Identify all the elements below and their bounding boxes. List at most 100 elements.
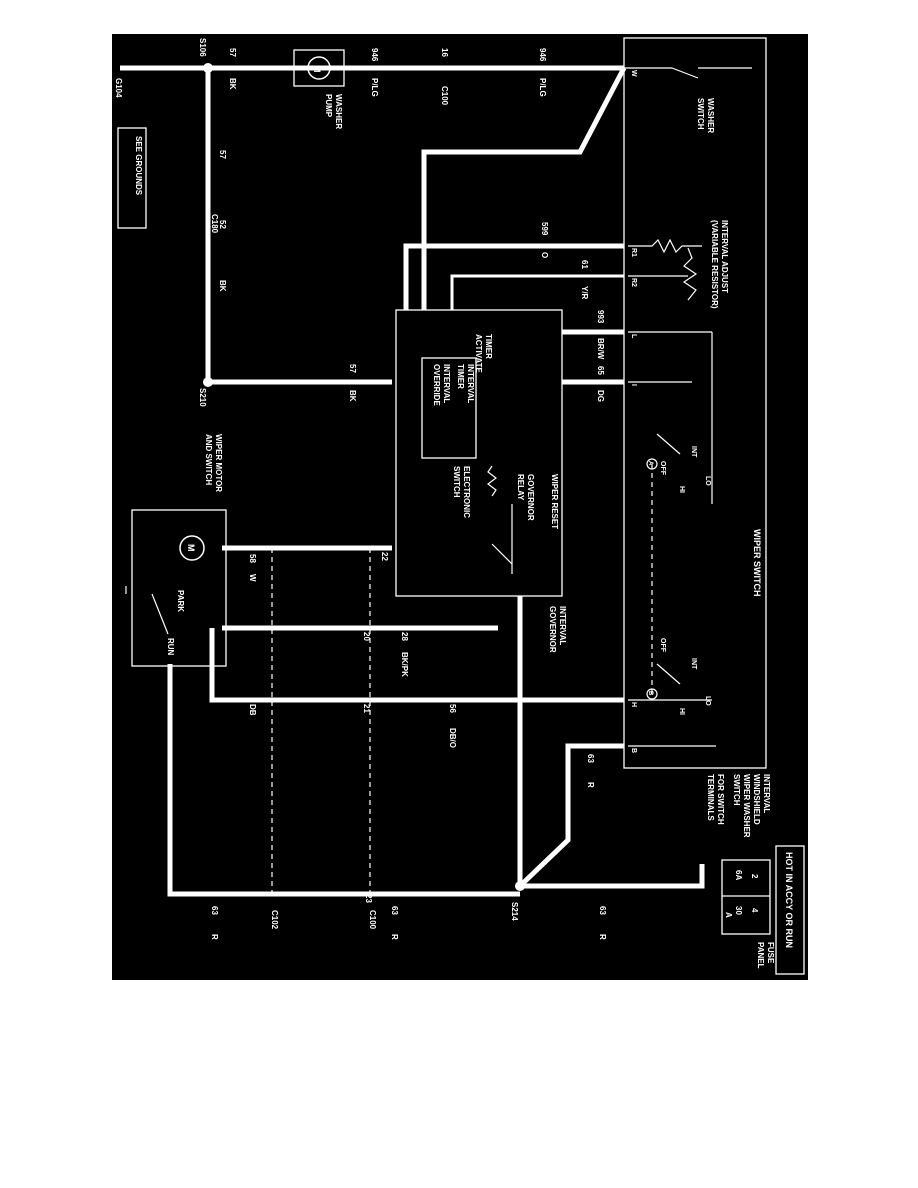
label-57-c: 57 bbox=[218, 150, 227, 159]
switch-a-off: OFF bbox=[659, 461, 666, 476]
terminal-b: B bbox=[630, 748, 637, 753]
label-bkpk: BK/PK bbox=[400, 652, 409, 677]
relay-coil bbox=[487, 465, 497, 497]
electronic-switch-1: ELECTRONIC bbox=[462, 466, 471, 518]
label-61: 61 bbox=[580, 260, 589, 269]
washer-switch-contact bbox=[671, 67, 699, 79]
terminal-r1: R1 bbox=[630, 248, 637, 257]
label-946-b: 946 bbox=[538, 48, 547, 62]
switch-a-hi: HI bbox=[678, 486, 685, 493]
wire-63-fuse bbox=[520, 864, 705, 889]
wiper-switch-label: WIPER SWITCH bbox=[752, 529, 762, 597]
pump-motor bbox=[307, 56, 331, 80]
washer-pump-label-2: PUMP bbox=[324, 94, 333, 118]
label-bk-c: BK bbox=[218, 280, 227, 292]
fuse-box bbox=[721, 859, 771, 935]
wire-946-to-module bbox=[421, 66, 627, 310]
washer-pump-box bbox=[293, 49, 345, 87]
label-65: 65 bbox=[596, 366, 605, 375]
label-dbo: DB/O bbox=[448, 728, 457, 748]
label-58: 58 bbox=[248, 554, 257, 563]
switch-b-arm bbox=[656, 663, 681, 685]
label-28: 28 bbox=[400, 632, 409, 641]
wiper-motor-m: M bbox=[186, 544, 196, 552]
label-w: W bbox=[248, 574, 257, 582]
label-plg-b: P/LG bbox=[538, 78, 547, 97]
relay-contact bbox=[491, 543, 513, 565]
label-63-d: 63 bbox=[210, 906, 219, 915]
timer-activate-2: ACTIVATE bbox=[474, 334, 483, 373]
label-dg: DG bbox=[596, 390, 605, 402]
wiper-motor-label-2: AND SWITCH bbox=[204, 434, 213, 485]
interval-adjust-label-2: (VARIABLE RESISTOR) bbox=[710, 220, 719, 309]
terminal-w: W bbox=[630, 70, 637, 77]
s106-label: S106 bbox=[198, 38, 207, 57]
terminal-l: L bbox=[630, 334, 637, 339]
resistor-element bbox=[682, 247, 698, 301]
hot-label-box bbox=[775, 845, 805, 975]
c180-label: C180 bbox=[210, 214, 219, 234]
switch-a-int: INT bbox=[690, 446, 697, 458]
variable-resistor bbox=[628, 238, 702, 254]
switch-b-letter: B bbox=[647, 691, 653, 696]
electronic-switch-2: SWITCH bbox=[452, 466, 461, 498]
label-yr: Y/R bbox=[580, 286, 589, 300]
s210-label: S210 bbox=[198, 388, 207, 407]
label-993: 993 bbox=[596, 310, 605, 324]
label-22: 22 bbox=[380, 552, 389, 561]
fuse-rating: 6A bbox=[734, 870, 743, 880]
label-r-c: R bbox=[390, 934, 399, 940]
label-52: 52 bbox=[218, 220, 227, 229]
label-63-b: 63 bbox=[598, 906, 607, 915]
wiper-motor-box bbox=[131, 509, 227, 667]
timer-override-box bbox=[421, 357, 477, 459]
washer-pump-label-1: WASHER bbox=[334, 94, 343, 129]
label-57-a: 57 bbox=[228, 48, 237, 57]
run-label: RUN bbox=[166, 638, 175, 656]
terminal-r2: R2 bbox=[630, 278, 637, 287]
washer-switch-label-2: SWITCH bbox=[696, 98, 705, 130]
terminals-note-2: TERMINALS bbox=[706, 774, 715, 821]
label-r-a: R bbox=[586, 782, 595, 788]
switch-a-letter: A bbox=[647, 461, 653, 466]
governor-relay-1: GOVERNOR bbox=[526, 474, 535, 521]
timer-activate-1: TIMER bbox=[484, 334, 493, 359]
diagram-background bbox=[112, 34, 808, 980]
switch-b-lo: LO bbox=[704, 696, 711, 706]
switch-b-int: INT bbox=[690, 658, 697, 670]
c100-label-top: C100 bbox=[440, 86, 449, 106]
label-bk-b: BK bbox=[348, 390, 357, 402]
switch-b-off: OFF bbox=[659, 638, 666, 653]
interval-adjust-label-1: INTERVAL ADJUST bbox=[720, 220, 729, 293]
interval-timer-2: TIMER bbox=[456, 364, 465, 389]
wiring-diagram: WIPER SWITCH WASHER SWITCH INTERVAL ADJU… bbox=[112, 34, 808, 980]
terminal-h: H bbox=[630, 702, 637, 707]
switch-b-hi: HI bbox=[678, 708, 685, 715]
label-16: 16 bbox=[440, 48, 449, 57]
interval-override-2: OVERRIDE bbox=[432, 364, 441, 406]
label-r-d: R bbox=[210, 934, 219, 940]
wire-63-switch bbox=[518, 743, 624, 888]
label-db: DB bbox=[248, 704, 257, 716]
fuse-cell-a: A bbox=[724, 912, 733, 918]
c102-label: C102 bbox=[270, 910, 279, 930]
switch-a-lo: LO bbox=[704, 476, 711, 486]
governor-relay-2: RELAY bbox=[516, 474, 525, 501]
splice-s210 bbox=[203, 377, 213, 387]
splice-s106 bbox=[203, 63, 213, 73]
label-20: 20 bbox=[362, 632, 371, 641]
interval-module-box bbox=[395, 309, 563, 597]
c100-label-bottom: C100 bbox=[368, 910, 377, 930]
interval-note-4: SWITCH bbox=[732, 774, 741, 806]
label-bk-a: BK bbox=[228, 78, 237, 90]
label-plg-a: P/LG bbox=[370, 78, 379, 97]
interval-governor-1: INTERVAL bbox=[558, 606, 567, 645]
park-switch-arm bbox=[151, 593, 169, 635]
s214-label: S214 bbox=[510, 902, 519, 921]
wiper-motor bbox=[179, 535, 205, 561]
interval-note-2: WINDSHIELD bbox=[752, 774, 761, 825]
interval-override-1: INTERVAL bbox=[442, 364, 451, 403]
label-21: 21 bbox=[362, 704, 371, 713]
label-56: 56 bbox=[448, 704, 457, 713]
wire-56 bbox=[209, 628, 624, 703]
